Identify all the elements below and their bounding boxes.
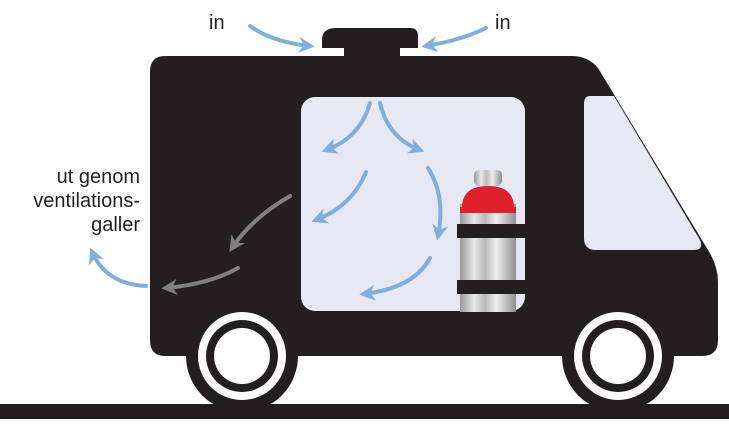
gas-bottle-icon — [457, 170, 527, 312]
label-out-line-1: ut genom — [56, 166, 140, 188]
exhaust-arrow-icon — [161, 266, 240, 295]
wheel-icon — [186, 300, 298, 412]
label-in-right: in — [495, 12, 511, 34]
airflow-arrow-icon — [426, 166, 449, 241]
airflow-arrow-icon — [248, 24, 315, 53]
label-out-line-2: ventilations- — [33, 190, 140, 212]
airflow-arrow-icon — [421, 26, 488, 53]
wheel-icon-front — [562, 300, 674, 412]
label-in-left: in — [209, 12, 225, 34]
airflow-arrow-icon — [359, 256, 432, 301]
roof-vent-icon — [322, 28, 418, 48]
label-out-line-3: galler — [91, 214, 140, 236]
ground-line — [0, 404, 729, 419]
exhaust-arrow-icon — [229, 194, 292, 252]
airflow-arrow-icon — [321, 101, 372, 154]
airflow-arrow-icon — [378, 101, 425, 154]
airflow-arrow-icon — [311, 170, 368, 224]
airflow-arrow-icon — [89, 247, 148, 288]
label-out-through-vent: ut genom ventilations- galler — [0, 165, 140, 237]
front-window — [584, 96, 702, 250]
